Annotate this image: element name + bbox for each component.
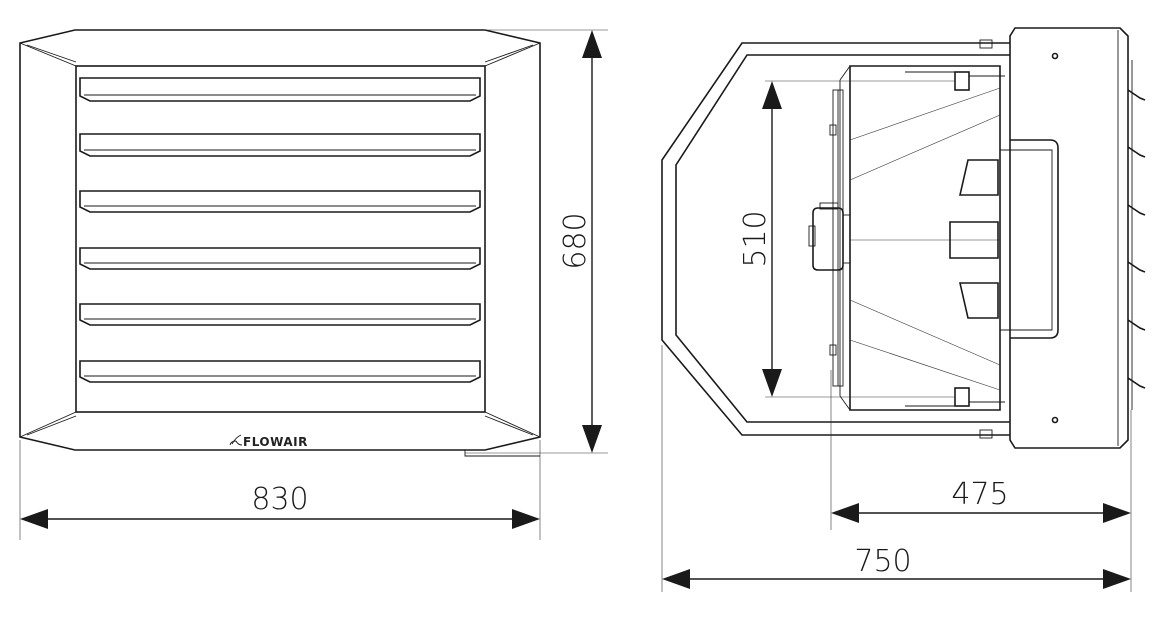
louver-2: [79, 133, 481, 157]
louver-4: [79, 247, 481, 270]
front-view: FLOWAIR: [19, 29, 541, 457]
dimension-height: 680: [465, 29, 608, 454]
side-louvers: [1127, 60, 1146, 410]
arrow-right-icon: [1103, 503, 1131, 523]
side-view: [661, 27, 1146, 449]
front-housing-outline: [19, 29, 541, 451]
logo-text: FLOWAIR: [243, 435, 308, 449]
fan-motor: [808, 202, 850, 271]
exchanger-fins: [949, 159, 999, 319]
dim-body-depth-label: 475: [951, 477, 1008, 512]
dim-height-label: 680: [558, 212, 593, 269]
louver-5: [79, 303, 481, 326]
heater-body: [1009, 27, 1129, 449]
fan-shroud: [849, 65, 1001, 411]
louver-1: [79, 77, 481, 102]
front-opening: [75, 65, 486, 413]
connector-bottom: [905, 387, 1005, 407]
arrow-up-icon: [582, 30, 602, 58]
dim-fan-height-label: 510: [738, 210, 773, 267]
louver-6: [79, 360, 481, 383]
dimension-fan-height: 510: [738, 80, 955, 398]
arrow-right-icon: [1103, 569, 1131, 589]
arrow-left-icon: [662, 569, 690, 589]
arrow-right-icon: [512, 509, 540, 529]
arrow-left-icon: [831, 503, 859, 523]
arrow-up-icon: [762, 81, 782, 109]
arrow-left-icon: [20, 509, 48, 529]
control-box: [1010, 139, 1059, 339]
flowair-logo: FLOWAIR: [229, 434, 308, 449]
mounting-bracket: [661, 42, 1010, 436]
fan-guard: [829, 89, 844, 387]
dim-width-label: 830: [251, 482, 308, 517]
arrow-down-icon: [582, 425, 602, 453]
dimension-width: 830: [19, 440, 541, 540]
fan-logo-icon: [229, 434, 243, 446]
dimension-total-depth: 750: [661, 345, 1132, 592]
dim-total-depth-label: 750: [854, 544, 911, 579]
dimension-body-depth: 475: [830, 370, 1132, 530]
arrow-down-icon: [762, 369, 782, 397]
louver-3: [79, 190, 481, 213]
